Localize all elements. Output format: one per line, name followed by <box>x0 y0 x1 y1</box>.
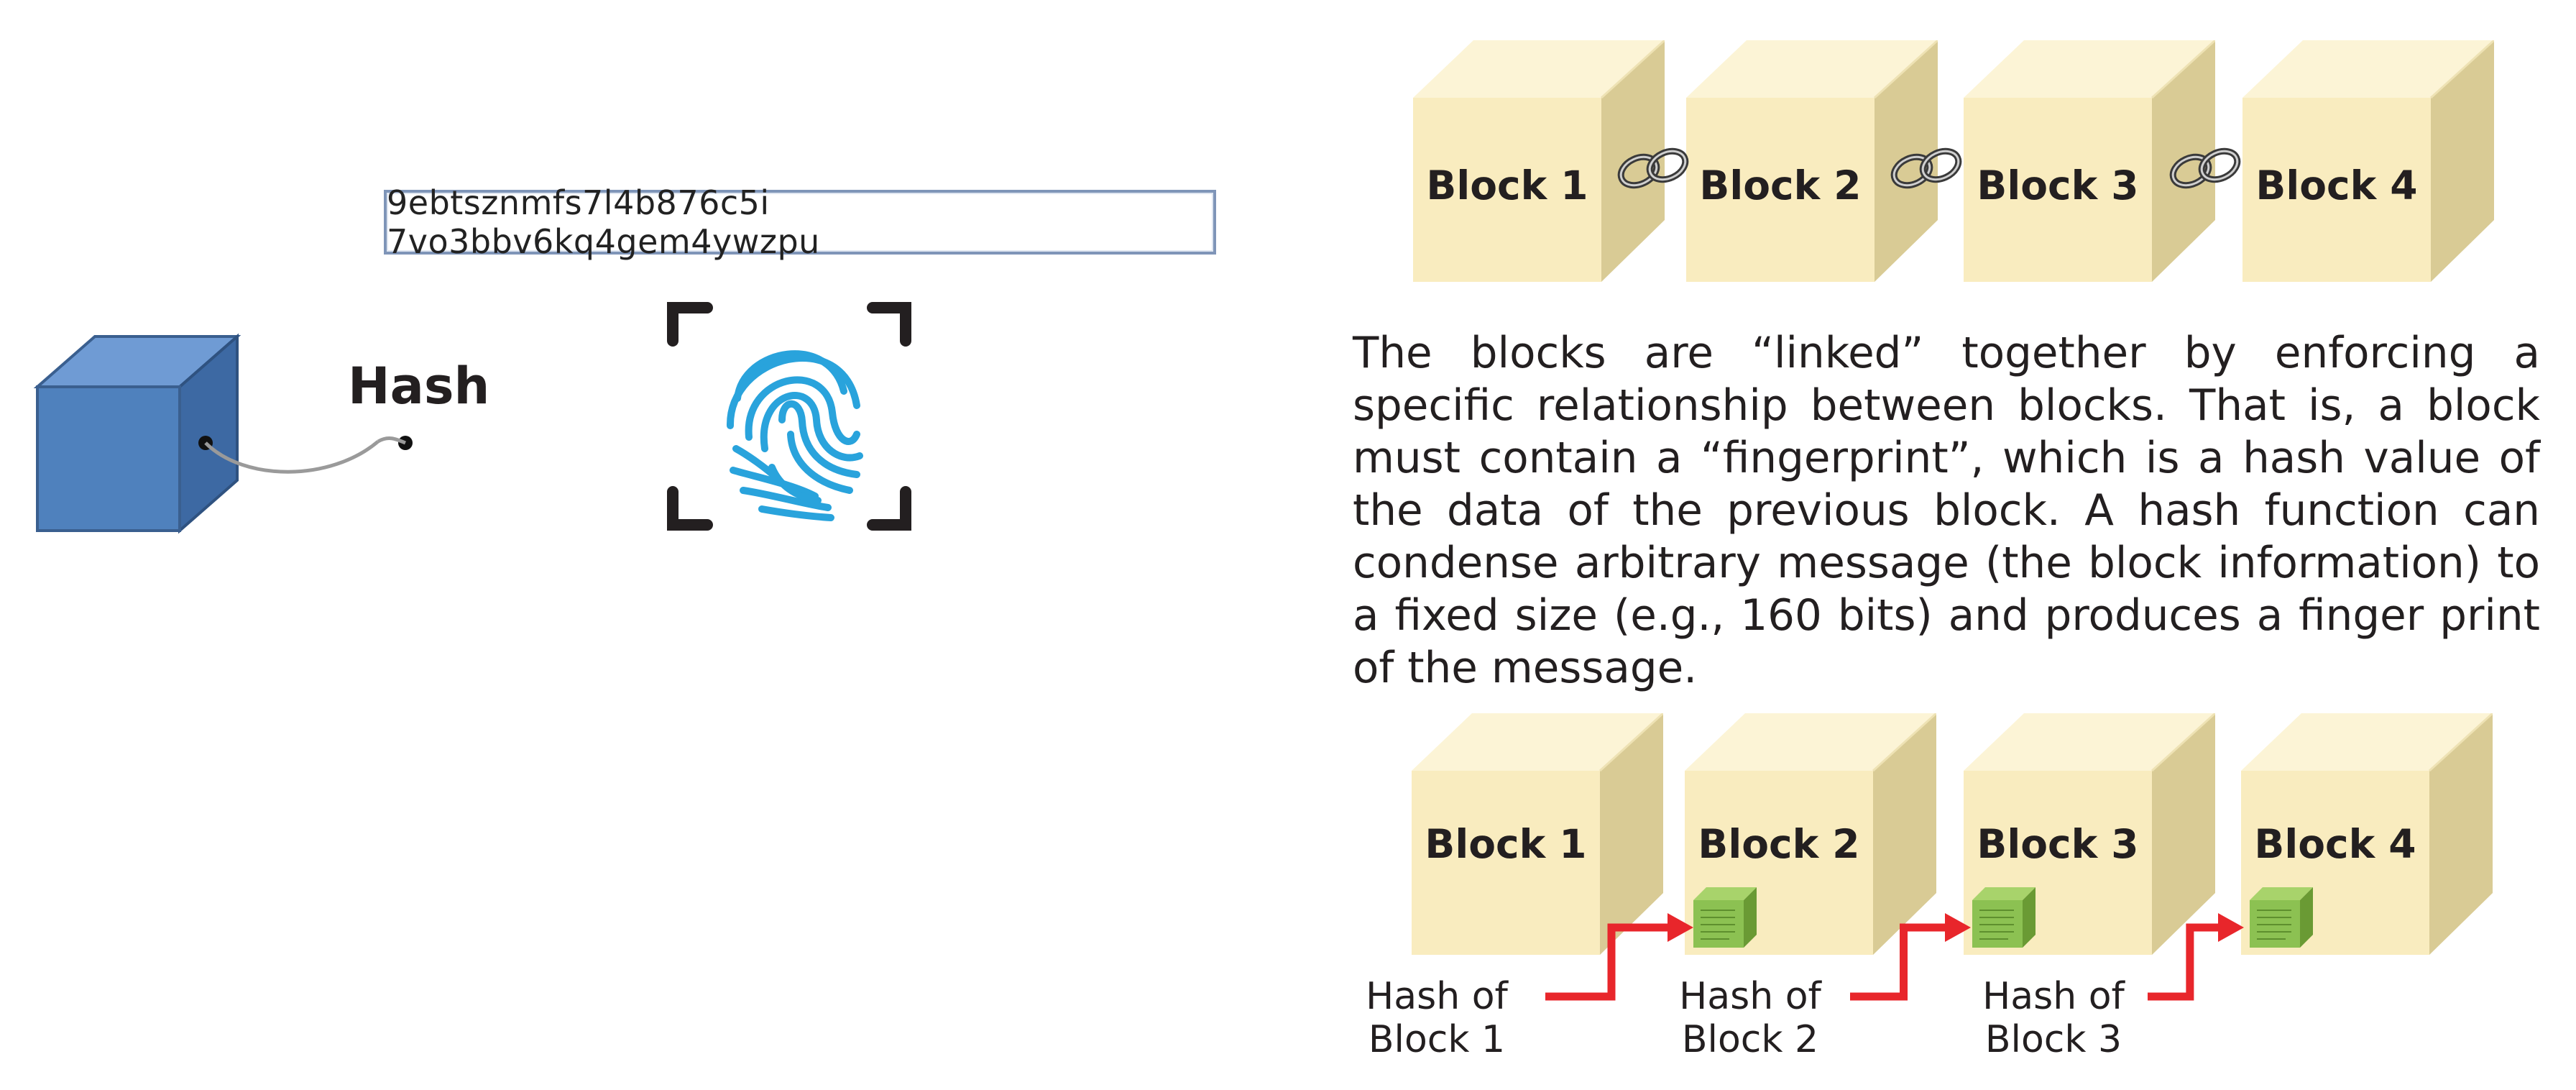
block-label: Block 2 <box>1699 162 1862 209</box>
block-label: Block 3 <box>1977 162 2139 209</box>
data-block-cube <box>33 333 413 534</box>
hash-caption-line1: Hash of <box>1366 975 1508 1018</box>
block-label: Block 4 <box>2254 821 2416 867</box>
chain-link-icon <box>1617 147 1689 189</box>
hash-caption-line1: Hash of <box>1982 975 2125 1018</box>
hash-arrow <box>1545 913 1693 1001</box>
hashed-block: Block 1 <box>1412 713 1663 955</box>
hash-caption-line2: Block 2 <box>1681 1018 1819 1061</box>
hash-arrow <box>1850 913 1971 1001</box>
hash-caption-line2: Block 3 <box>1984 1018 2122 1061</box>
chain-block: Block 3 <box>1964 40 2215 282</box>
chain-block: Block 4 <box>2242 40 2494 282</box>
block-label: Block 4 <box>2255 162 2418 209</box>
hash-value-text: 9ebtsznmfs7l4b876c5i 7vo3bbv6kq4gem4ywzp… <box>387 183 820 261</box>
chain-link-icon <box>1890 147 1962 189</box>
hash-caption-line1: Hash of <box>1679 975 1821 1018</box>
block-label: Block 1 <box>1425 821 1587 867</box>
block-label: Block 1 <box>1426 162 1588 209</box>
chain-block: Block 1 <box>1413 40 1665 282</box>
hash-cube-icon <box>2250 887 2313 948</box>
block-label: Block 3 <box>1977 821 2139 867</box>
hash-cube-icon <box>1693 887 1757 948</box>
hash-arrow <box>2148 913 2244 1001</box>
hash-cube-icon <box>1972 887 2036 948</box>
hash-caption-line2: Block 1 <box>1368 1018 1506 1061</box>
block-label: Block 2 <box>1698 821 1860 867</box>
hash-value-box: 9ebtsznmfs7l4b876c5i 7vo3bbv6kq4gem4ywzp… <box>384 183 1216 261</box>
fingerprint-icon <box>667 302 911 531</box>
description-paragraph: The blocks are “linked” together by enfo… <box>1353 329 2540 693</box>
hashed-block: Block 2 <box>1685 713 1936 955</box>
hashed-block: Block 3 <box>1964 713 2215 955</box>
hash-label: Hash <box>348 357 490 416</box>
chain-link-icon <box>2169 147 2241 189</box>
